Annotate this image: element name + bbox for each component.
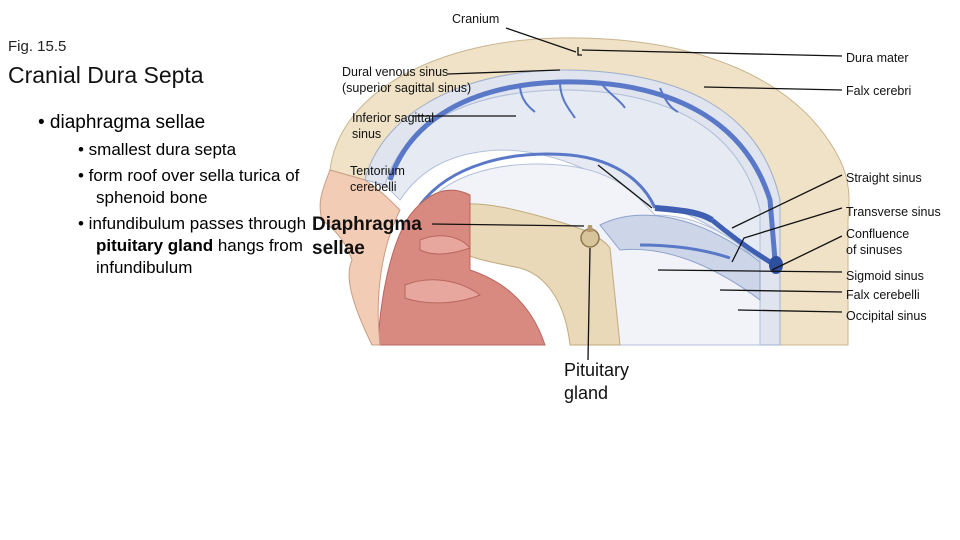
label-dura-mater: Dura mater bbox=[846, 50, 909, 66]
bullet-sub3-line2-rest: hangs from bbox=[213, 236, 303, 255]
label-diaphragma-line1: Diaphragma bbox=[312, 213, 422, 237]
label-sigmoid-sinus: Sigmoid sinus bbox=[846, 268, 924, 284]
infundibulum-shape bbox=[587, 225, 593, 232]
label-dural-venous-sinus: Dural venous sinus (superior sagittal si… bbox=[342, 64, 471, 96]
label-dural-venous-sinus-line2: (superior sagittal sinus) bbox=[342, 80, 471, 96]
label-tentorium-cerebelli: Tentorium cerebelli bbox=[350, 163, 405, 195]
label-pituitary-line1: Pituitary bbox=[564, 359, 629, 382]
label-confluence-of-sinuses: Confluence of sinuses bbox=[846, 226, 909, 258]
label-diaphragma-line2: sellae bbox=[312, 237, 422, 261]
label-pituitary-line2: gland bbox=[564, 382, 629, 405]
bullet-sub3-line2: pituitary gland hangs from bbox=[96, 236, 303, 256]
label-dural-venous-sinus-line1: Dural venous sinus bbox=[342, 64, 471, 80]
label-cranium: Cranium bbox=[452, 11, 499, 27]
bullet-sub2-line1: • form roof over sella turica of bbox=[78, 166, 299, 186]
label-diaphragma-sellae: Diaphragma sellae bbox=[312, 213, 422, 261]
label-transverse-sinus: Transverse sinus bbox=[846, 204, 941, 220]
label-confluence-line1: Confluence bbox=[846, 226, 909, 242]
label-occipital-sinus: Occipital sinus bbox=[846, 308, 927, 324]
label-tentorium-line1: Tentorium bbox=[350, 163, 405, 179]
bullet-sub3-line1: • infundibulum passes through bbox=[78, 214, 306, 234]
figure-number: Fig. 15.5 bbox=[8, 38, 66, 55]
label-inferior-sagittal-line1: Inferior sagittal bbox=[352, 110, 434, 126]
label-inferior-sagittal-line2: sinus bbox=[352, 126, 434, 142]
label-falx-cerebri: Falx cerebri bbox=[846, 83, 911, 99]
label-tentorium-line2: cerebelli bbox=[350, 179, 405, 195]
label-falx-cerebelli: Falx cerebelli bbox=[846, 287, 920, 303]
label-confluence-line2: of sinuses bbox=[846, 242, 909, 258]
label-straight-sinus: Straight sinus bbox=[846, 170, 922, 186]
page-title: Cranial Dura Septa bbox=[8, 62, 204, 89]
bullet-sub3-line3: infundibulum bbox=[96, 258, 192, 278]
pituitary-gland-bold: pituitary gland bbox=[96, 236, 213, 255]
bullet-main: • diaphragma sellae bbox=[38, 112, 205, 134]
label-pituitary-gland: Pituitary gland bbox=[564, 359, 629, 405]
bullet-sub2-line2: sphenoid bone bbox=[96, 188, 208, 208]
bullet-sub1: • smallest dura septa bbox=[78, 140, 236, 160]
label-inferior-sagittal-sinus: Inferior sagittal sinus bbox=[352, 110, 434, 142]
